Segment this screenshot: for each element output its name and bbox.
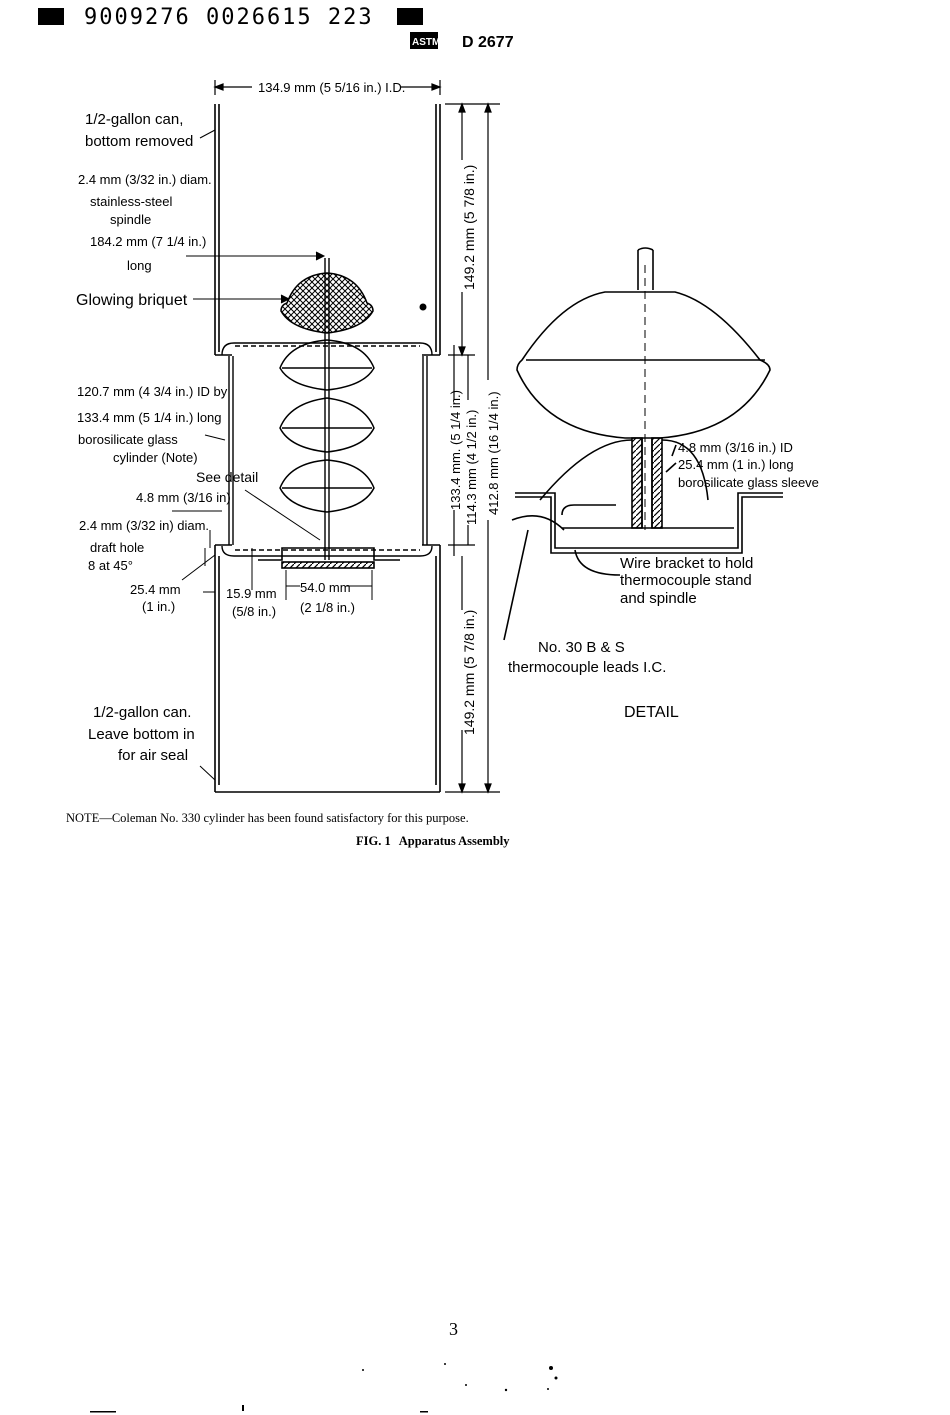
upper-can [214, 104, 441, 356]
dim-right-total: 412.8 mm (16 1/4 in.) [486, 391, 501, 515]
svg-text:long: long [127, 258, 152, 273]
svg-text:(2 1/8 in.): (2 1/8 in.) [300, 600, 355, 615]
astm-logo: ASTM [410, 32, 440, 49]
label-can-top: 1/2-gallon can, bottom removed [85, 111, 193, 150]
svg-text:54.0 mm: 54.0 mm [300, 580, 351, 595]
svg-text:25.4 mm: 25.4 mm [130, 582, 181, 597]
svg-text:thermocouple leads I.C.: thermocouple leads I.C. [508, 659, 666, 676]
svg-text:120.7 mm (4 3/4 in.) ID by: 120.7 mm (4 3/4 in.) ID by [77, 384, 228, 399]
detail-drawing [503, 247, 783, 641]
detail-sleeve-label: 4.8 mm (3/16 in.) ID 25.4 mm (1 in.) lon… [678, 440, 819, 490]
logo-text: ASTM [412, 37, 440, 48]
dim-right-top: 149.2 mm (5 7/8 in.) [461, 165, 477, 290]
glass-cylinder [221, 342, 433, 557]
label-54-0mm: 54.0 mm (2 1/8 in.) [300, 580, 355, 615]
note-line: NOTE—Coleman No. 330 cylinder has been f… [66, 811, 469, 825]
svg-text:133.4 mm (5 1/4 in.) long: 133.4 mm (5 1/4 in.) long [77, 410, 222, 425]
note-prefix: NOTE [66, 811, 100, 825]
barcode-text: 9009276 0026615 223 [84, 5, 374, 30]
barcode-block-left [38, 8, 64, 25]
dim-right-mid2: 114.3 mm (4 1/2 in.) [464, 410, 479, 525]
lantern-globes [279, 339, 375, 513]
detail-bracket-label: Wire bracket to hold thermocouple stand … [620, 555, 753, 607]
caption-title: Apparatus Assembly [399, 834, 511, 848]
svg-text:borosilicate glass: borosilicate glass [78, 432, 178, 447]
label-see-detail: See detail [196, 469, 258, 485]
glowing-briquet [280, 272, 374, 334]
label-cylinder: 120.7 mm (4 3/4 in.) ID by 133.4 mm (5 1… [77, 384, 228, 465]
svg-text:No. 30 B & S: No. 30 B & S [538, 639, 625, 656]
svg-text:15.9 mm: 15.9 mm [226, 586, 277, 601]
svg-text:spindle: spindle [110, 212, 151, 227]
standard-number: D 2677 [462, 34, 514, 51]
briquet-dot [419, 303, 427, 311]
svg-text:borosilicate glass sleeve: borosilicate glass sleeve [678, 475, 819, 490]
svg-text:Leave bottom in: Leave bottom in [88, 726, 195, 743]
right-dimension-lines [445, 102, 500, 794]
svg-text:1/2-gallon can,: 1/2-gallon can, [85, 111, 183, 128]
svg-text:thermocouple stand: thermocouple stand [620, 572, 752, 589]
svg-text:2.4 mm (3/32 in.) diam.: 2.4 mm (3/32 in.) diam. [78, 172, 212, 187]
barcode-block-right [397, 8, 423, 25]
lower-can [214, 544, 441, 793]
label-15-9mm: 15.9 mm (5/8 in.) [226, 586, 277, 619]
svg-text:Wire bracket to hold: Wire bracket to hold [620, 555, 753, 572]
note-text: —Coleman No. 330 cylinder has been found… [98, 811, 468, 825]
detail-title: DETAIL [624, 704, 679, 721]
svg-text:and spindle: and spindle [620, 590, 697, 607]
svg-text:25.4 mm (1 in.) long: 25.4 mm (1 in.) long [678, 457, 794, 472]
dim-top-width: 134.9 mm (5 5/16 in.) I.D. [258, 80, 405, 95]
svg-text:for air seal: for air seal [118, 747, 188, 764]
svg-text:bottom removed: bottom removed [85, 133, 193, 150]
label-25-4mm: 25.4 mm (1 in.) [130, 582, 181, 614]
top-width-dimension [213, 80, 442, 95]
svg-text:draft hole: draft hole [90, 540, 144, 555]
figure-caption: FIG. 1 Apparatus Assembly [356, 834, 510, 848]
label-draft-hole: 2.4 mm (3/32 in) diam. draft hole 8 at 4… [79, 518, 209, 573]
svg-text:(1 in.): (1 in.) [142, 599, 175, 614]
svg-text:1/2-gallon can.: 1/2-gallon can. [93, 704, 191, 721]
svg-text:2.4 mm (3/32 in) diam.: 2.4 mm (3/32 in) diam. [79, 518, 209, 533]
caption-label: FIG. 1 [356, 834, 391, 848]
svg-text:4.8 mm (3/16 in.) ID: 4.8 mm (3/16 in.) ID [678, 440, 793, 455]
left-leader-lines [172, 129, 373, 781]
label-briquet: Glowing briquet [76, 292, 188, 309]
svg-text:stainless-steel: stainless-steel [90, 194, 172, 209]
label-48mm: 4.8 mm (3/16 in) [136, 490, 231, 505]
svg-text:cylinder (Note): cylinder (Note) [113, 450, 198, 465]
svg-text:(5/8 in.): (5/8 in.) [232, 604, 276, 619]
svg-text:184.2 mm (7 1/4 in.): 184.2 mm (7 1/4 in.) [90, 234, 206, 249]
scan-specks [90, 1363, 558, 1413]
svg-text:8 at 45°: 8 at 45° [88, 558, 133, 573]
detail-leads-label: No. 30 B & S thermocouple leads I.C. [508, 639, 666, 676]
label-spindle: 2.4 mm (3/32 in.) diam. stainless-steel … [78, 172, 212, 273]
dim-right-bottom: 149.2 mm (5 7/8 in.) [461, 610, 477, 735]
label-can-bottom: 1/2-gallon can. Leave bottom in for air … [88, 704, 195, 764]
page-number: 3 [449, 1319, 458, 1339]
dim-right-mid: 133.4 mm. (5 1/4 in.) [448, 390, 463, 510]
